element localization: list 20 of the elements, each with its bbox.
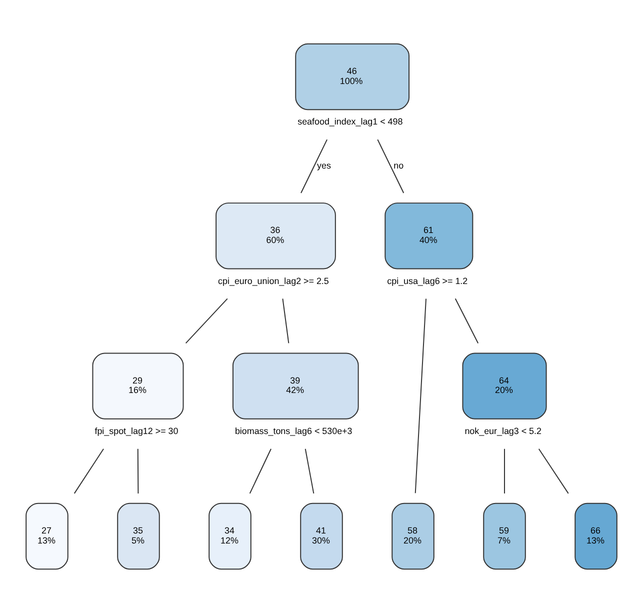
connector bbox=[282, 298, 290, 344]
node-label: cpi_euro_union_lag2 >= 2.5 bbox=[218, 276, 329, 286]
connector bbox=[377, 139, 404, 194]
node-label: cpi_usa_lag6 >= 1.2 bbox=[387, 276, 468, 286]
node-label: biomass_tons_lag6 < 530e+3 bbox=[234, 426, 352, 436]
edge-label: no bbox=[394, 160, 404, 170]
connector bbox=[300, 139, 328, 194]
node-label: nok_eur_lag3 < 5.2 bbox=[464, 426, 542, 436]
connector bbox=[454, 298, 479, 344]
edge-label: yes bbox=[317, 160, 331, 170]
connector bbox=[74, 448, 104, 494]
connector bbox=[414, 298, 427, 494]
connector bbox=[304, 448, 314, 494]
connector bbox=[249, 448, 272, 494]
connector bbox=[137, 448, 139, 494]
node-label: seafood_index_lag1 < 498 bbox=[298, 116, 403, 127]
connector bbox=[504, 448, 505, 494]
connector bbox=[538, 448, 569, 494]
connector bbox=[185, 298, 228, 344]
node-label: fpi_spot_lag12 >= 30 bbox=[94, 426, 178, 436]
